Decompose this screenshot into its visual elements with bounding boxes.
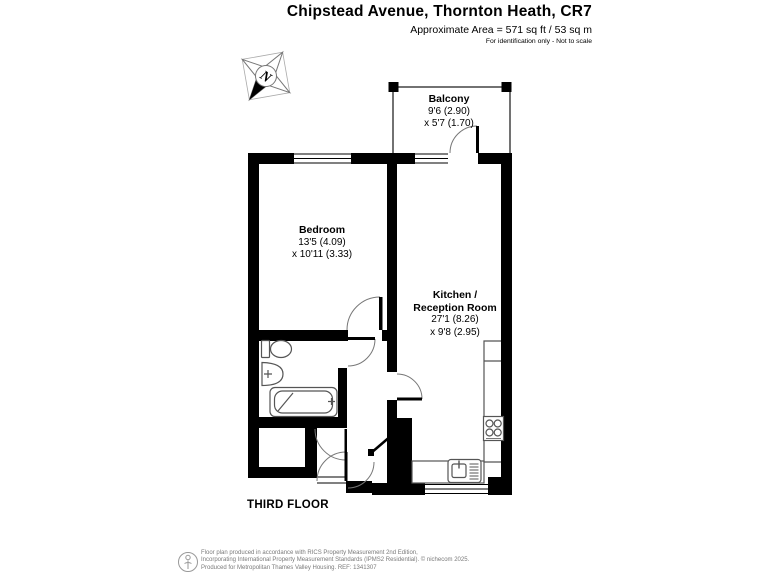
kitchen-door-leaf xyxy=(397,397,422,401)
bedroom-door-leaf xyxy=(379,297,383,330)
windows xyxy=(294,153,488,494)
kitchen-door-arc xyxy=(396,373,423,400)
balcony-name: Balcony xyxy=(428,93,470,105)
corner-cupboard-door xyxy=(370,434,393,454)
balcony-dims-2: x 5'7 (1.70) xyxy=(424,118,474,129)
entrance-threshold xyxy=(317,476,346,484)
bedroom-window xyxy=(294,153,351,164)
balcony-door-leaf xyxy=(476,126,479,153)
kitchen-top-window xyxy=(415,153,448,164)
front-door-arc xyxy=(316,451,347,482)
hall-cupboard-door-leaf xyxy=(344,429,347,460)
toilet-fixture xyxy=(260,339,293,359)
bathtub-fixture xyxy=(269,386,338,418)
walls xyxy=(248,153,512,495)
balcony-label: Balcony 9'6 (2.90) x 5'7 (1.70) xyxy=(424,93,474,131)
hob-fixture xyxy=(482,415,505,442)
balcony-dims-1: 9'6 (2.90) xyxy=(428,105,470,117)
header: Chipstead Avenue, Thornton Heath, CR7 Ap… xyxy=(287,3,592,45)
door-leaves xyxy=(344,126,479,481)
front-door-leaf xyxy=(344,452,348,481)
door-arcs xyxy=(314,125,478,489)
kitchen-sink-fixture xyxy=(447,458,482,484)
floor-title: THIRD FLOOR xyxy=(247,499,329,511)
bedroom-dims-1: 13'5 (4.09) xyxy=(298,236,346,248)
hall-cupboard-door-arc xyxy=(314,428,347,461)
bathroom-door-arc xyxy=(347,338,376,367)
footer: Floor plan produced in accordance with R… xyxy=(201,550,469,572)
door-jamb xyxy=(368,449,374,456)
bathroom-door-leaf xyxy=(348,337,375,340)
kitchen-bottom-window xyxy=(425,484,488,494)
disclaimer-text: For identification only - Not to scale xyxy=(485,38,592,45)
kitchen-fixtures xyxy=(411,340,505,484)
footer-line-1: Floor plan produced in accordance with R… xyxy=(201,550,418,556)
compass-icon: N xyxy=(240,50,292,102)
compass-hub xyxy=(255,65,277,87)
bathroom-fixtures xyxy=(260,339,338,418)
balcony-post xyxy=(501,82,512,92)
approximate-area-text: Approximate Area = 571 sq ft / 53 sq m xyxy=(410,24,592,36)
kitchen-name-line2: Reception Room xyxy=(413,301,497,314)
kitchen-reception-label: Kitchen / Reception Room 27'1 (8.26) x 9… xyxy=(413,289,496,339)
bedroom-label: Bedroom 13'5 (4.09) x 10'11 (3.33) xyxy=(292,224,352,262)
bedroom-dims-2: x 10'11 (3.33) xyxy=(291,249,353,260)
vestibule-door-arc xyxy=(347,461,375,489)
kitchen-name-line1: Kitchen / xyxy=(432,289,478,301)
bedroom-door-arc xyxy=(346,296,381,331)
kitchen-dims-1: 27'1 (8.26) xyxy=(431,314,479,325)
balcony-door-arc xyxy=(449,125,478,154)
balcony-post xyxy=(388,82,399,92)
bathroom-sink-fixture xyxy=(261,361,284,387)
footer-line-2: Incorporating International Property Mea… xyxy=(201,557,470,564)
kitchen-dims-2: x 9'8 (2.95) xyxy=(430,326,480,338)
bedroom-name: Bedroom xyxy=(298,224,346,236)
page-title: Chipstead Avenue, Thornton Heath, CR7 xyxy=(286,3,592,20)
nichecom-logo-icon xyxy=(178,552,198,572)
footer-line-3: Produced for Metropolitan Thames Valley … xyxy=(201,564,377,571)
balcony-outline xyxy=(388,82,512,153)
